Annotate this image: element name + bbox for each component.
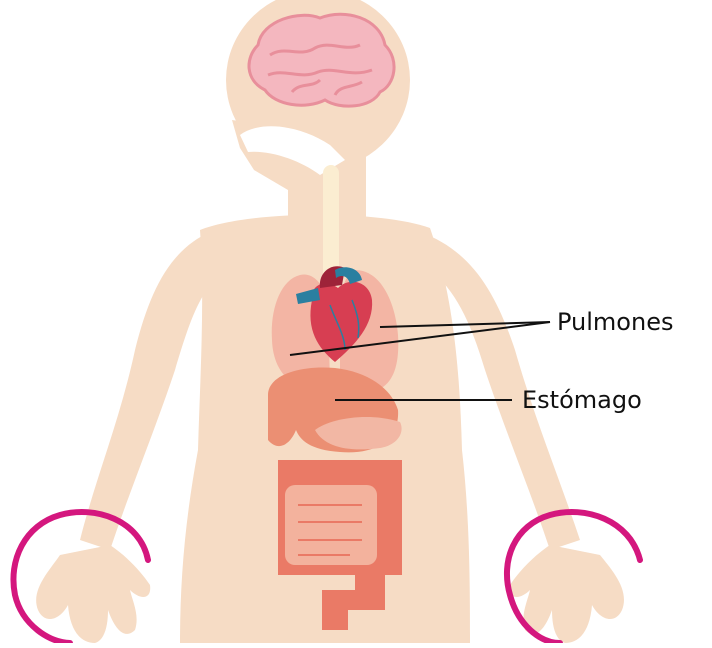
label-stomach: Estómago [522,386,642,414]
brain-shape [249,14,394,106]
label-lungs: Pulmones [557,308,673,336]
small-intestine [285,485,377,565]
left-hand [36,545,150,643]
brain [249,14,394,106]
